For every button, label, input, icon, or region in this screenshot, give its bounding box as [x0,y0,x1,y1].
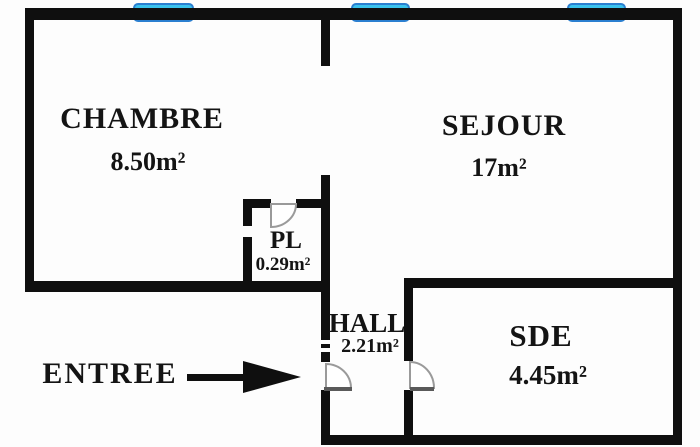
room-label-chambre: CHAMBRE [60,102,224,135]
wall-hall-left-lower [321,390,330,445]
room-label-pl: PL [270,227,302,254]
wall-hinge-notch [320,348,331,352]
room-area-pl: 0.29m² [255,254,311,275]
wall-chambre-sejour-lower [321,175,330,362]
wall-chambre-bottom [25,281,330,292]
wall-pl-top-left [243,199,271,208]
room-label-sejour: SEJOUR [441,109,567,142]
room-area-hall: 2.21m² [341,335,399,357]
wall-bottom [321,435,682,445]
wall-hall-right-upper [404,278,413,361]
wall-right [673,8,682,445]
pl-door-arc-icon [270,203,298,229]
wall-chambre-sejour-upper [321,8,330,66]
wall-hall-right-lower [404,390,413,445]
entrance-door-arc-icon [325,362,353,389]
wall-left [25,8,34,292]
room-area-sejour: 17m² [471,153,527,182]
entrance-arrow-icon [187,361,301,393]
entrance-label: ENTREE [42,357,178,390]
room-area-sde: 4.45m² [509,360,587,390]
wall-sde-top [404,278,682,288]
sde-door-arc-icon [409,360,436,389]
wall-pl-left-lower [243,237,252,281]
wall-top [25,8,682,20]
room-label-hall: HALL [328,308,406,338]
room-label-sde: SDE [509,318,573,353]
wall-pl-left-upper [243,199,252,226]
wall-pl-top-right [296,199,330,208]
wall-hinge-notch [320,340,331,344]
room-area-chambre: 8.50m² [110,147,186,176]
